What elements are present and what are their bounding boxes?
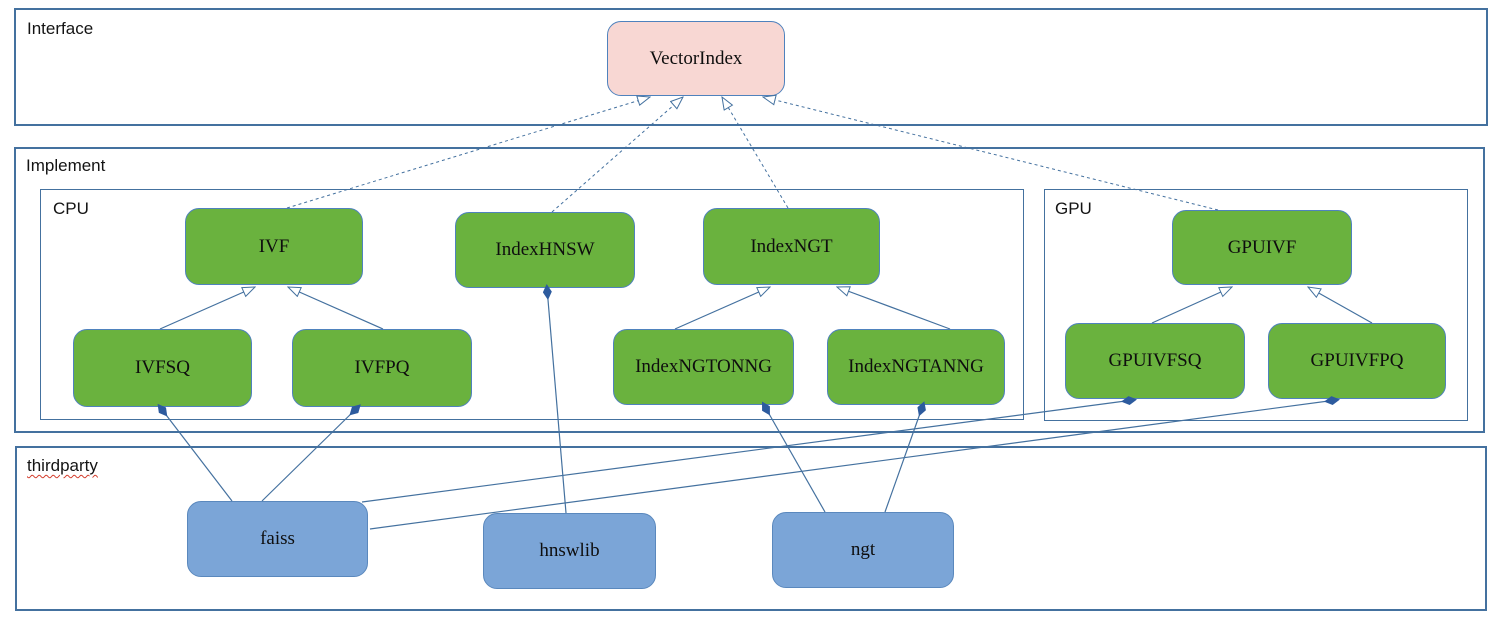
node-faiss: faiss [187, 501, 368, 577]
node-ivfpq: IVFPQ [292, 329, 472, 407]
node-faiss-label: faiss [260, 528, 295, 549]
node-indexhnsw-label: IndexHNSW [495, 239, 595, 260]
node-ivfsq: IVFSQ [73, 329, 252, 407]
section-cpu-label: CPU [53, 199, 89, 218]
node-gpuivf-label: GPUIVF [1227, 236, 1297, 258]
node-indexhnsw: IndexHNSW [455, 212, 635, 288]
node-gpuivfpq: GPUIVFPQ [1268, 323, 1446, 399]
node-indexngt-label: IndexNGT [750, 235, 833, 257]
node-ngt: ngt [772, 512, 954, 588]
node-gpuivf: GPUIVF [1172, 210, 1352, 285]
node-indexngt: IndexNGT [703, 208, 880, 285]
node-gpuivfsq: GPUIVFSQ [1065, 323, 1245, 399]
node-indexngtonng-label: IndexNGTONNG [635, 356, 772, 377]
node-ngt-label: ngt [850, 539, 876, 560]
node-gpuivfpq-label: GPUIVFPQ [1310, 350, 1404, 371]
section-interface-label: Interface [27, 19, 94, 38]
node-indexngtanng-label: IndexNGTANNG [848, 356, 984, 377]
node-indexngtanng: IndexNGTANNG [827, 329, 1005, 405]
node-ivf: IVF [185, 208, 363, 285]
node-gpuivfsq-label: GPUIVFSQ [1108, 350, 1202, 371]
node-vectorindex-label: VectorIndex [649, 47, 743, 69]
section-thirdparty-label: thirdparty [27, 456, 98, 475]
node-hnswlib: hnswlib [483, 513, 656, 589]
section-implement-label: Implement [26, 156, 106, 175]
node-indexngtonng: IndexNGTONNG [613, 329, 794, 405]
node-ivfsq-label: IVFSQ [135, 357, 190, 378]
section-gpu-label: GPU [1055, 199, 1092, 218]
node-ivfpq-label: IVFPQ [354, 357, 410, 378]
node-vectorindex: VectorIndex [607, 21, 785, 96]
node-ivf-label: IVF [258, 235, 290, 257]
node-hnswlib-label: hnswlib [539, 540, 600, 561]
